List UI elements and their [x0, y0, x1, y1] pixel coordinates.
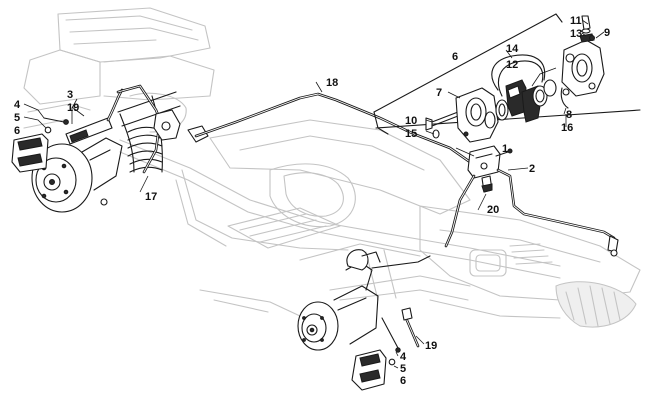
- front-left-brake-caliper: [11, 133, 49, 173]
- callout-19-rear: 19: [425, 340, 437, 352]
- callout-6-rear: 6: [400, 375, 406, 387]
- front-coil-spring: [117, 91, 181, 173]
- rear-brake-caliper: [351, 349, 387, 391]
- callout-5-rear: 5: [400, 363, 406, 375]
- front-brake-hose-19: [65, 88, 124, 145]
- rear-left-hub: [297, 285, 379, 351]
- callout-11: 11: [570, 15, 582, 27]
- rear-caliper-bolt: [381, 317, 401, 366]
- callout-1: 1: [502, 143, 508, 155]
- caliper-pin-8: [560, 87, 570, 109]
- bleeder-fitting-9: [589, 35, 595, 41]
- caliper-bracket-16: [561, 39, 605, 97]
- callout-17: 17: [145, 191, 157, 203]
- callout-19-front: 19: [67, 102, 79, 114]
- callout-15: 15: [405, 128, 417, 140]
- rear-brake-line-down: [444, 174, 476, 248]
- front-junction-block: [153, 109, 209, 143]
- caliper-assembly-bracket-outline: [373, 13, 641, 135]
- front-caliper-bolt: [43, 117, 69, 134]
- brake-line-2: [496, 168, 619, 257]
- caliper-piston: [495, 99, 509, 121]
- callout-8: 8: [566, 109, 572, 121]
- main-brake-line-18: [194, 92, 472, 164]
- callout-14: 14: [506, 43, 519, 55]
- callout-4-front: 4: [14, 99, 21, 111]
- callout-10: 10: [405, 115, 417, 127]
- callout-6-assembly: 6: [452, 51, 458, 63]
- callout-labels: 1 2 3 4 5 6 19 17 18 20 6 7 10 15 14 12 …: [14, 15, 610, 387]
- caliper-housing-7: [455, 87, 499, 143]
- callout-13: 13: [570, 28, 582, 40]
- brake-distribution-block: [467, 145, 513, 179]
- callout-9: 9: [604, 27, 610, 39]
- callout-3: 3: [67, 89, 73, 101]
- atv-frame-ghost: [23, 7, 641, 328]
- pad-spring-14: [491, 54, 546, 97]
- callout-6-front: 6: [14, 125, 20, 137]
- caliper-seal: [484, 111, 496, 129]
- callout-2: 2: [529, 163, 535, 175]
- rear-brake-hose-19: [401, 307, 420, 348]
- callout-12: 12: [506, 59, 518, 71]
- rear-knuckle: [345, 249, 431, 291]
- callout-7: 7: [436, 87, 442, 99]
- callout-16: 16: [561, 122, 573, 134]
- callout-20: 20: [487, 204, 499, 216]
- brake-light-switch-20: [481, 175, 493, 193]
- caliper-dust-seal: [532, 79, 557, 107]
- callout-18: 18: [326, 77, 338, 89]
- bleeder-screw-11: [581, 15, 591, 34]
- callout-5-front: 5: [14, 112, 20, 124]
- callout-4-rear: 4: [400, 351, 407, 363]
- callout-leaders: [23, 19, 605, 369]
- caliper-bolt-10: [425, 111, 459, 131]
